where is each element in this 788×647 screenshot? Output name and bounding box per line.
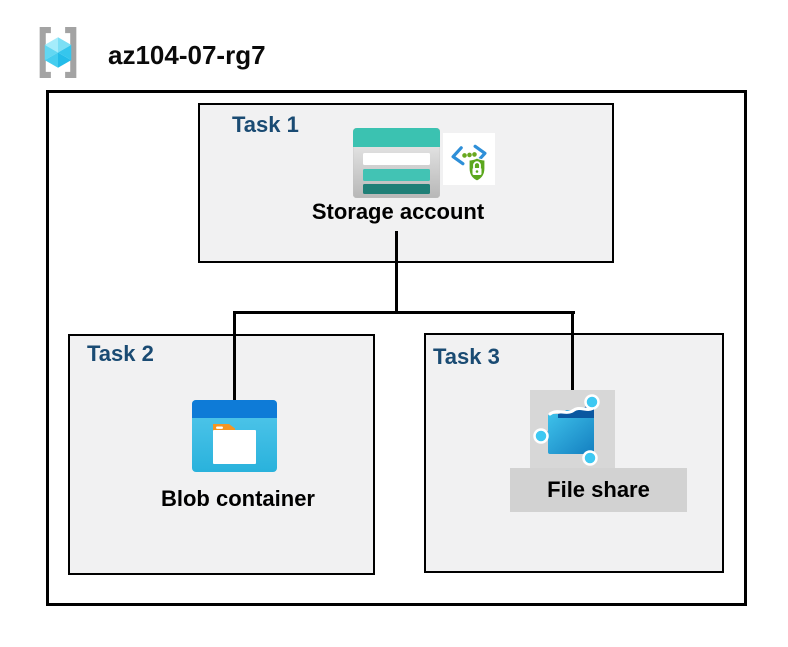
connector-branch-horizontal	[233, 311, 575, 314]
file-share-label: File share	[547, 477, 650, 502]
blob-container-icon	[192, 400, 277, 472]
file-share-label-band: File share	[510, 468, 687, 512]
resource-group-icon	[39, 27, 77, 78]
connector-to-fileshare	[571, 311, 574, 391]
resource-group-name: az104-07-rg7	[108, 40, 266, 70]
storage-account-label: Storage account	[311, 199, 485, 224]
file-share-icon	[533, 394, 600, 466]
task1-label: Task 1	[232, 112, 299, 137]
task2-label: Task 2	[87, 341, 154, 366]
resource-group-boundary	[46, 90, 747, 606]
storage-account-icon	[353, 128, 440, 198]
blob-container-label: Blob container	[160, 486, 315, 511]
connector-to-blob	[233, 311, 236, 401]
connector-storage-stem	[395, 231, 398, 313]
sas-shield-icon	[443, 133, 495, 185]
task3-label: Task 3	[433, 344, 500, 369]
